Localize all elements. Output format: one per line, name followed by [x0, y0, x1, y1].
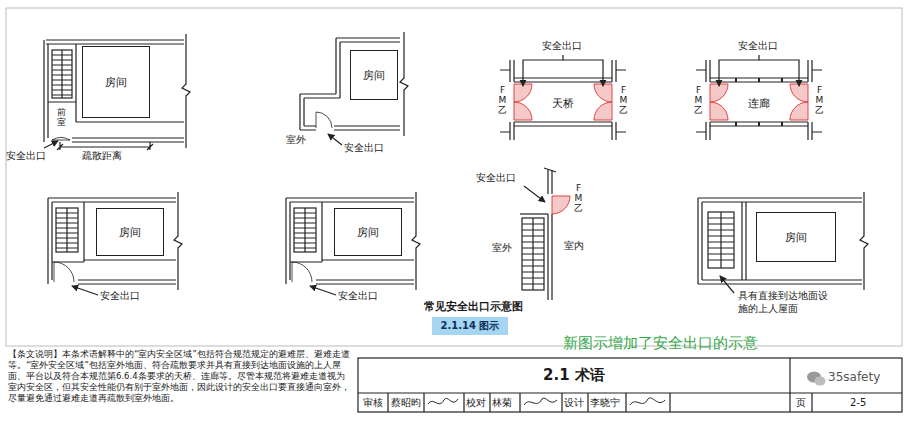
room-box: 房间	[96, 208, 164, 256]
title-block-cell: 林菊	[492, 397, 512, 410]
door-label: FM乙	[815, 86, 824, 116]
node-text: 2.1 术语	[543, 366, 605, 385]
exit-label: 安全出口	[6, 150, 46, 163]
node-text: 2.1.14 图示	[441, 319, 500, 333]
title-block-cell: 校对	[466, 397, 486, 410]
door-label: FM乙	[694, 86, 703, 116]
note-text: 【条文说明】本条术语解释中的“室内安全区域”包括符合规范规定的避难层、避难走道等…	[8, 349, 353, 404]
node-text: 天桥	[552, 96, 574, 111]
node-text: 房间	[119, 225, 141, 240]
node-text: 房间	[785, 230, 807, 245]
title-block-cell: 2-5	[850, 397, 866, 410]
door-label: FM乙	[574, 184, 583, 214]
title-block-cell: 审核	[363, 397, 383, 410]
exit-label: 安全出口	[338, 290, 378, 303]
outdoor-label: 室外	[492, 242, 512, 255]
node-text: 连廊	[748, 96, 770, 111]
corridor-area: 连廊	[736, 90, 782, 116]
title-block-cell: 页	[796, 397, 806, 410]
roof-label: 具有直接到达地面设施的上人屋面	[738, 290, 830, 315]
room-box: 房间	[334, 208, 402, 256]
door-label: FM乙	[498, 86, 507, 116]
node-text: 房间	[105, 75, 127, 90]
annotation-text: 新图示增加了安全出口的示意	[563, 334, 758, 353]
anteroom-label: 前室	[57, 108, 66, 128]
exit-label: 安全出口	[100, 290, 140, 303]
room-box: 房间	[82, 46, 150, 118]
outdoor-label: 室外	[286, 134, 306, 147]
indoor-label: 室内	[564, 240, 584, 253]
door-label: FM乙	[619, 86, 628, 116]
node-text: 房间	[357, 225, 379, 240]
section-title: 2.1 术语	[358, 358, 790, 393]
node-text: 房间	[363, 68, 385, 83]
room-box: 房间	[350, 50, 398, 100]
watermark: 35safety	[828, 370, 880, 385]
title-block-cell: 蔡昭昀	[391, 397, 421, 410]
room-box: 房间	[756, 212, 836, 262]
figure-number-band: 2.1.14 图示	[432, 317, 508, 335]
exit-label: 安全出口	[738, 40, 778, 53]
exit-label: 安全出口	[476, 172, 516, 185]
exit-label: 安全出口	[542, 40, 582, 53]
figure-caption: 常见安全出口示意图	[424, 300, 523, 314]
title-block-cell: 设计	[564, 397, 584, 410]
title-block-cell: 李晓宁	[590, 397, 620, 410]
exit-label: 安全出口	[344, 142, 384, 155]
bridge-area: 天桥	[540, 90, 586, 116]
dimension-label: 疏散距离	[82, 150, 122, 163]
